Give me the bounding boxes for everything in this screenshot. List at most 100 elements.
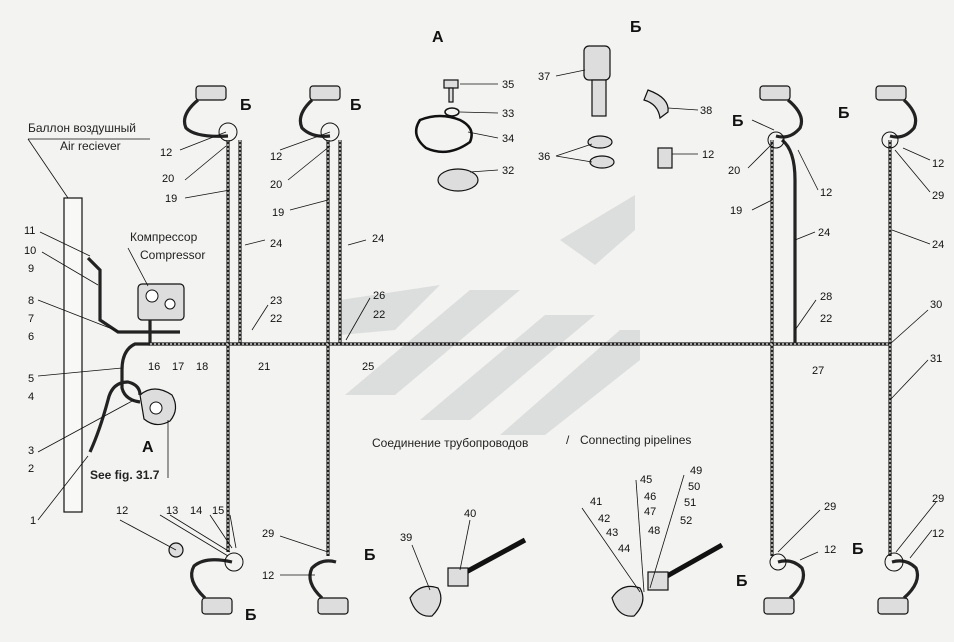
callout-12-d: 12: [820, 187, 832, 199]
brake-valve: [139, 388, 177, 426]
marker-b-bottom-2: Б: [364, 547, 376, 564]
compressor-label-ru: Компрессор: [130, 230, 198, 244]
fitting-assembly-right: [611, 542, 724, 617]
callout-2: 2: [28, 463, 34, 475]
callout-12-c: 12: [702, 149, 714, 161]
air-receiver: Баллон воздушный Air reciever: [27, 121, 150, 513]
callout-27: 27: [812, 365, 824, 377]
callout-14: 14: [190, 505, 202, 517]
callout-26: 26: [373, 290, 385, 302]
callout-24-d: 24: [932, 239, 944, 251]
leader-lines: [37, 69, 937, 593]
callout-17: 17: [172, 361, 184, 373]
callout-38: 38: [700, 105, 712, 117]
callout-12-f: 12: [116, 505, 128, 517]
callout-12-e: 12: [932, 158, 944, 170]
callout-12-a: 12: [160, 147, 172, 159]
callout-22-b: 22: [373, 309, 385, 321]
caption-separator: /: [566, 433, 570, 447]
compressor-label-en: Compressor: [140, 248, 205, 262]
callout-15: 15: [212, 505, 224, 517]
callout-47: 47: [644, 506, 656, 518]
callout-12-b: 12: [270, 151, 282, 163]
marker-b-top-2: Б: [350, 97, 362, 114]
callout-34: 34: [502, 133, 514, 145]
marker-b-bottom-4: Б: [852, 541, 864, 558]
callout-33: 33: [502, 108, 514, 120]
callout-29-d: 29: [932, 493, 944, 505]
callout-32: 32: [502, 165, 514, 177]
brake-head-top-3: [759, 85, 804, 149]
brake-head-bottom-4: [877, 552, 920, 615]
callout-22-c: 22: [820, 313, 832, 325]
callout-20-b: 20: [270, 179, 282, 191]
view-b-title: Б: [630, 19, 642, 36]
brake-head-top-4: [875, 85, 918, 149]
view-a-title: А: [432, 29, 444, 46]
callout-3: 3: [28, 445, 34, 457]
marker-b-bottom-1: Б: [245, 607, 257, 624]
fitting-assembly-left: [409, 537, 527, 617]
callout-45: 45: [640, 474, 652, 486]
callout-43: 43: [606, 527, 618, 539]
receiver-label-en: Air reciever: [60, 139, 121, 153]
callout-35: 35: [502, 79, 514, 91]
callout-13: 13: [166, 505, 178, 517]
callout-46: 46: [644, 491, 656, 503]
callout-9: 9: [28, 263, 34, 275]
callout-36: 36: [538, 151, 550, 163]
pipelines: [86, 138, 892, 556]
callout-21: 21: [258, 361, 270, 373]
view-b-parts: [583, 45, 673, 169]
marker-b-top-1: Б: [240, 97, 252, 114]
callout-12-g: 12: [262, 570, 274, 582]
callout-19-c: 19: [730, 205, 742, 217]
view-a-parts: [414, 79, 479, 192]
callout-6: 6: [28, 331, 34, 343]
callout-28: 28: [820, 291, 832, 303]
callout-31: 31: [930, 353, 942, 365]
callout-37: 37: [538, 71, 550, 83]
callout-24-c: 24: [818, 227, 830, 239]
see-figure-reference: See fig. 31.7: [90, 468, 160, 482]
callout-30: 30: [930, 299, 942, 311]
callout-50: 50: [688, 481, 700, 493]
brake-head-bottom-3: [763, 553, 806, 615]
callout-5: 5: [28, 373, 34, 385]
callout-29-c: 29: [824, 501, 836, 513]
callout-20-a: 20: [162, 173, 174, 185]
compressor: Компрессор Compressor: [127, 230, 205, 321]
callout-16: 16: [148, 361, 160, 373]
pipelines-inner: [150, 140, 891, 556]
marker-b-top-4: Б: [838, 105, 850, 122]
callout-41: 41: [590, 496, 602, 508]
callouts: 11 10 9 8 7 6 5 4 3 2 1 12 20 19 24 23 2…: [24, 71, 944, 582]
callout-29-a: 29: [932, 190, 944, 202]
callout-18: 18: [196, 361, 208, 373]
callout-51: 51: [684, 497, 696, 509]
callout-4: 4: [28, 391, 34, 403]
receiver-label-ru: Баллон воздушный: [28, 121, 136, 135]
callout-12-h: 12: [824, 544, 836, 556]
brake-head-bottom-2: [308, 559, 349, 615]
marker-b-top-3: Б: [732, 113, 744, 130]
callout-7: 7: [28, 313, 34, 325]
callout-19-a: 19: [165, 193, 177, 205]
callout-23: 23: [270, 295, 282, 307]
brake-head-bottom-1: [168, 542, 244, 615]
marker-b-bottom-3: Б: [736, 573, 748, 590]
callout-20-c: 20: [728, 165, 740, 177]
callout-24-a: 24: [270, 238, 282, 250]
caption-ru: Соединение трубопроводов: [372, 436, 528, 450]
callout-24-b: 24: [372, 233, 384, 245]
callout-12-i: 12: [932, 528, 944, 540]
callout-25: 25: [362, 361, 374, 373]
callout-11: 11: [24, 225, 35, 237]
callout-52: 52: [680, 515, 692, 527]
callout-40: 40: [464, 508, 476, 520]
callout-48: 48: [648, 525, 660, 537]
callout-1: 1: [30, 515, 36, 527]
callout-29-b: 29: [262, 528, 274, 540]
caption-en: Connecting pipelines: [580, 433, 691, 447]
